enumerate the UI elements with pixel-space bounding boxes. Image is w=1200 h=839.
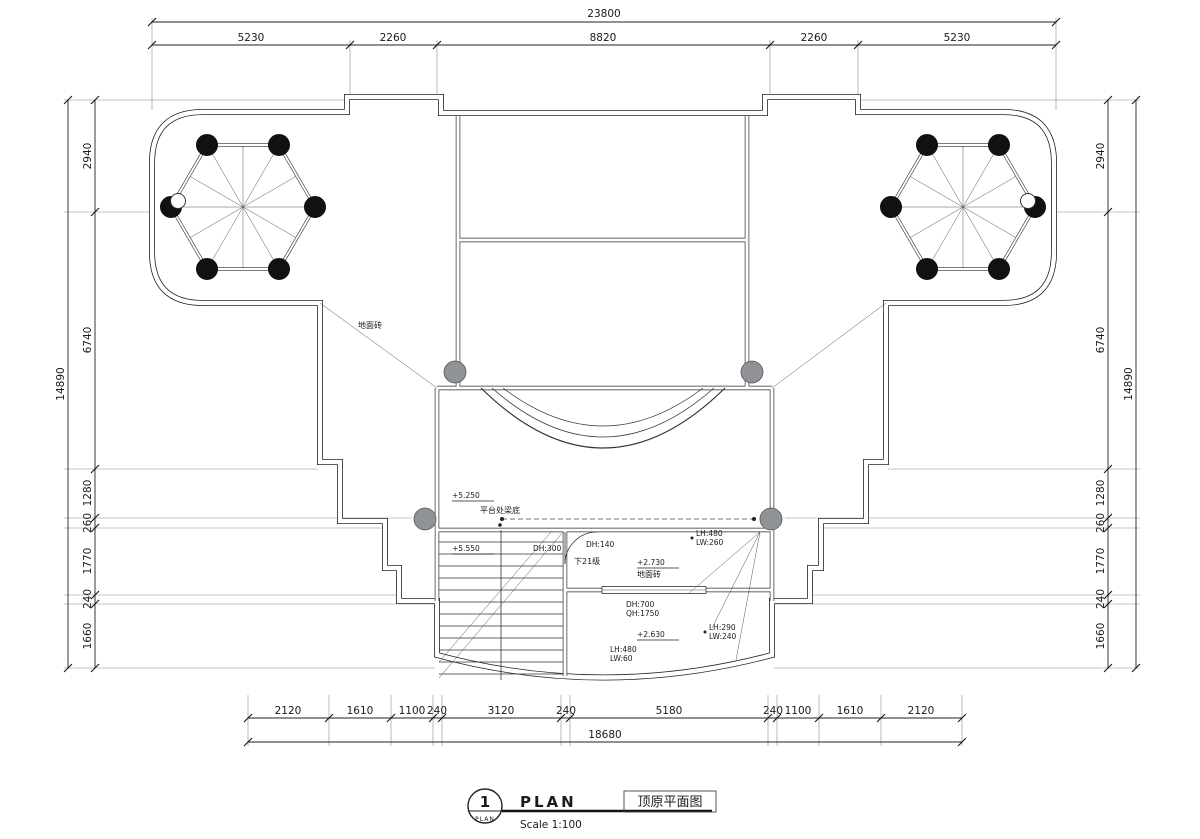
beam-dashed-line — [500, 517, 756, 521]
dim-left-seg: 1280 — [82, 480, 94, 507]
level-note: +5.250 — [452, 491, 480, 500]
column-marker-gray — [413, 507, 437, 531]
level-note: +5.550 — [452, 544, 480, 553]
title-highlight-box — [623, 790, 717, 813]
title-block: 1 PLAN PLAN Scale 1:100 顶原平面图 — [467, 788, 717, 831]
window-note: LW:240 — [709, 632, 737, 641]
dim-top-seg: 2260 — [801, 32, 828, 44]
level-note: +2.730 — [637, 558, 665, 567]
balcony-arc-steps — [480, 387, 726, 449]
dimension-chain-right: 14890 2940 6740 1280 260 1770 240 1660 — [1095, 143, 1135, 650]
columns — [160, 134, 1046, 531]
connector-line — [771, 302, 887, 389]
staircase — [438, 530, 598, 680]
column-marker — [268, 258, 290, 280]
dim-bottom-total: 18680 — [588, 729, 621, 741]
dim-right-seg: 1660 — [1095, 623, 1107, 650]
pavilion-roof-spokes — [171, 144, 1035, 270]
window-note: LH:480 — [696, 529, 723, 538]
dimension-lines — [67, 21, 1137, 743]
dim-top-seg: 2260 — [380, 32, 407, 44]
dim-top-total: 23800 — [587, 8, 620, 20]
column-marker — [304, 196, 326, 218]
dim-top-seg: 5230 — [944, 32, 971, 44]
column-marker-gray — [759, 507, 783, 531]
window-symbol — [601, 586, 707, 594]
dim-left-seg: 1660 — [82, 623, 94, 650]
plan-annotations: 地面砖 +5.250 平台处梁底 +5.550 DH:300 DH:140 下2… — [358, 320, 737, 663]
dim-right-seg: 1280 — [1095, 480, 1107, 507]
drawing-scale: Scale 1:100 — [520, 819, 582, 831]
dim-bottom-seg: 240 — [427, 705, 447, 717]
slope-lines — [687, 531, 761, 661]
dim-right-seg: 260 — [1095, 513, 1107, 533]
dim-left-seg: 240 — [82, 589, 94, 609]
dim-bottom-seg: 3120 — [488, 705, 515, 717]
dim-left-seg: 2940 — [82, 143, 94, 170]
dim-bottom-seg: 2120 — [275, 705, 302, 717]
dim-right-total: 14890 — [1123, 367, 1135, 400]
dim-left-seg: 260 — [82, 513, 94, 533]
dim-left-seg: 6740 — [82, 327, 94, 354]
drain-circle — [1020, 193, 1036, 209]
door-height-note: DH:300 — [533, 544, 561, 553]
stair-break-line — [438, 531, 564, 679]
annotation-marks — [452, 500, 707, 641]
dim-bottom-seg: 1100 — [785, 705, 812, 717]
dim-bottom-seg: 1610 — [837, 705, 864, 717]
sheet-label: PLAN — [475, 816, 495, 823]
door-swing-arc — [564, 531, 598, 565]
dim-right-seg: 6740 — [1095, 327, 1107, 354]
dim-bottom-seg: 5180 — [656, 705, 683, 717]
window-note: LH:480 — [610, 645, 637, 654]
column-marker — [196, 258, 218, 280]
column-marker — [988, 258, 1010, 280]
column-marker — [880, 196, 902, 218]
dim-bottom-seg: 240 — [556, 705, 576, 717]
column-marker — [916, 134, 938, 156]
dim-top-seg: 8820 — [590, 32, 617, 44]
dimension-chain-top: 23800 5230 2260 8820 2260 5230 — [238, 8, 971, 44]
window-note: LW:60 — [610, 654, 633, 663]
building-plan: 地面砖 +5.250 平台处梁底 +5.550 DH:300 DH:140 下2… — [152, 97, 1054, 680]
dim-bottom-seg: 240 — [763, 705, 783, 717]
floor-tile-note: 地面砖 — [358, 320, 382, 330]
sheet-number: 1 — [480, 793, 490, 811]
dimension-chain-left: 14890 2940 6740 1280 260 1770 240 1660 — [55, 143, 94, 650]
window-note: LW:260 — [696, 538, 724, 547]
dim-bottom-seg: 1100 — [399, 705, 426, 717]
window-note: LH:290 — [709, 623, 736, 632]
steps-note: 下21级 — [574, 556, 600, 566]
connector-line — [319, 302, 438, 389]
dimension-ticks — [63, 17, 1141, 747]
column-marker-gray — [443, 360, 467, 384]
column-marker — [988, 134, 1010, 156]
level-note: +2.630 — [637, 630, 665, 639]
door-note: DH:700 — [626, 600, 654, 609]
dim-left-total: 14890 — [55, 367, 67, 400]
drawing-title-en: PLAN — [520, 793, 577, 811]
door-height-note: DH:140 — [586, 540, 614, 549]
extension-lines — [64, 18, 1140, 746]
column-marker — [916, 258, 938, 280]
stair-break-line — [438, 531, 552, 663]
dim-top-seg: 5230 — [238, 32, 265, 44]
column-marker — [268, 134, 290, 156]
dim-right-seg: 2940 — [1095, 143, 1107, 170]
drawing-title-cn: 顶原平面图 — [637, 795, 702, 810]
dimension-chain-bottom: 18680 2120 1610 1100 240 3120 240 5180 2… — [275, 705, 935, 741]
column-marker — [196, 134, 218, 156]
dim-bottom-seg: 2120 — [908, 705, 935, 717]
floor-tile-note: 地面砖 — [637, 569, 661, 579]
beam-note: 平台处梁底 — [480, 505, 520, 515]
sheet-number-circle — [467, 788, 503, 824]
dim-right-seg: 1770 — [1095, 548, 1107, 575]
dim-right-seg: 240 — [1095, 589, 1107, 609]
dim-bottom-seg: 1610 — [347, 705, 374, 717]
drain-circle — [170, 193, 186, 209]
door-note: QH:1750 — [626, 609, 659, 618]
column-marker-gray — [740, 360, 764, 384]
dim-left-seg: 1770 — [82, 548, 94, 575]
